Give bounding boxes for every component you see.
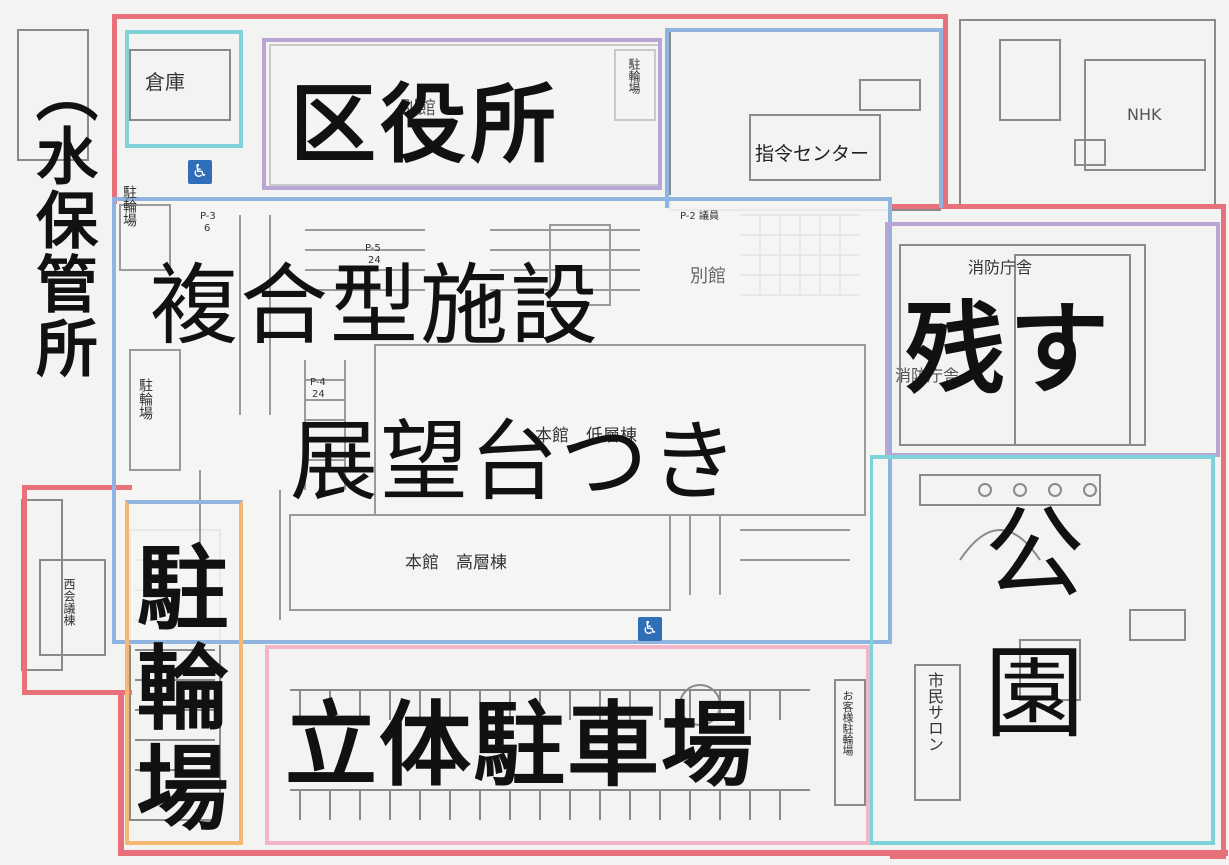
- boundary-left: [22, 485, 132, 695]
- label-bicycle-top-right: 駐輪場: [627, 58, 641, 94]
- handwritten-keep: 残す: [905, 291, 1113, 408]
- zone-command-outline: [665, 28, 943, 208]
- handwritten-park: 公園: [967, 500, 1084, 780]
- label-p3: P-3: [200, 211, 216, 222]
- label-nhk: NHK: [1127, 105, 1162, 124]
- boundary-top: [112, 14, 948, 204]
- paper-overlay-ward: [262, 40, 662, 190]
- zone-complex-outline: [112, 197, 892, 644]
- zone-parking-outline: [265, 645, 870, 845]
- handwritten-bicycle-parking: 駐輪場: [121, 540, 228, 840]
- boundary-bottom: [118, 850, 1228, 856]
- label-p3-count: 6: [204, 223, 211, 234]
- accessible-icon: ♿: [188, 160, 212, 184]
- handwritten-complex-line1: 複合型施設: [150, 254, 601, 357]
- label-p2: P-2 議員: [680, 211, 719, 222]
- handwritten-parking-structure: 立体駐車場: [285, 692, 756, 799]
- label-citizen-salon: 市民サロン: [925, 672, 944, 752]
- boundary-bottom-left: [118, 690, 124, 855]
- handwritten-water-office: （水保管所: [25, 60, 98, 380]
- label-main-high: 本館 高層棟: [405, 553, 507, 573]
- label-annex-mid: 別館: [690, 266, 726, 287]
- label-guest-bicycle: お客様駐輪場: [841, 690, 854, 756]
- boundary-right: [890, 204, 1226, 859]
- label-command-center: 指令センター: [755, 143, 870, 165]
- label-p5: P-5: [365, 243, 381, 254]
- label-warehouse: 倉庫: [145, 70, 185, 94]
- label-fire-hq: 消防庁舎: [968, 258, 1033, 277]
- zone-park-outline: [870, 455, 1215, 845]
- label-p5-count: 24: [368, 255, 381, 266]
- label-p4: P-4: [310, 377, 326, 388]
- zone-bicycle-outline: [125, 500, 243, 845]
- zone-warehouse-outline: [125, 30, 243, 148]
- label-fire-hq-2: 消防庁舎: [895, 366, 960, 385]
- label-annex: 別館: [400, 98, 436, 119]
- handwritten-ward-office: 区役所: [290, 75, 560, 175]
- zone-ward-outline: [262, 38, 662, 190]
- label-bicycle-left-top: 駐輪場: [121, 185, 137, 227]
- label-bicycle-left-mid: 駐輪場: [137, 378, 153, 420]
- accessible-icon: ♿: [638, 617, 662, 641]
- label-p4-count: 24: [312, 389, 325, 400]
- label-main-low: 本館 低層棟: [535, 426, 637, 446]
- label-west-assembly: 西会議棟: [62, 578, 76, 626]
- handwritten-complex-line2: 展望台つき: [290, 410, 741, 513]
